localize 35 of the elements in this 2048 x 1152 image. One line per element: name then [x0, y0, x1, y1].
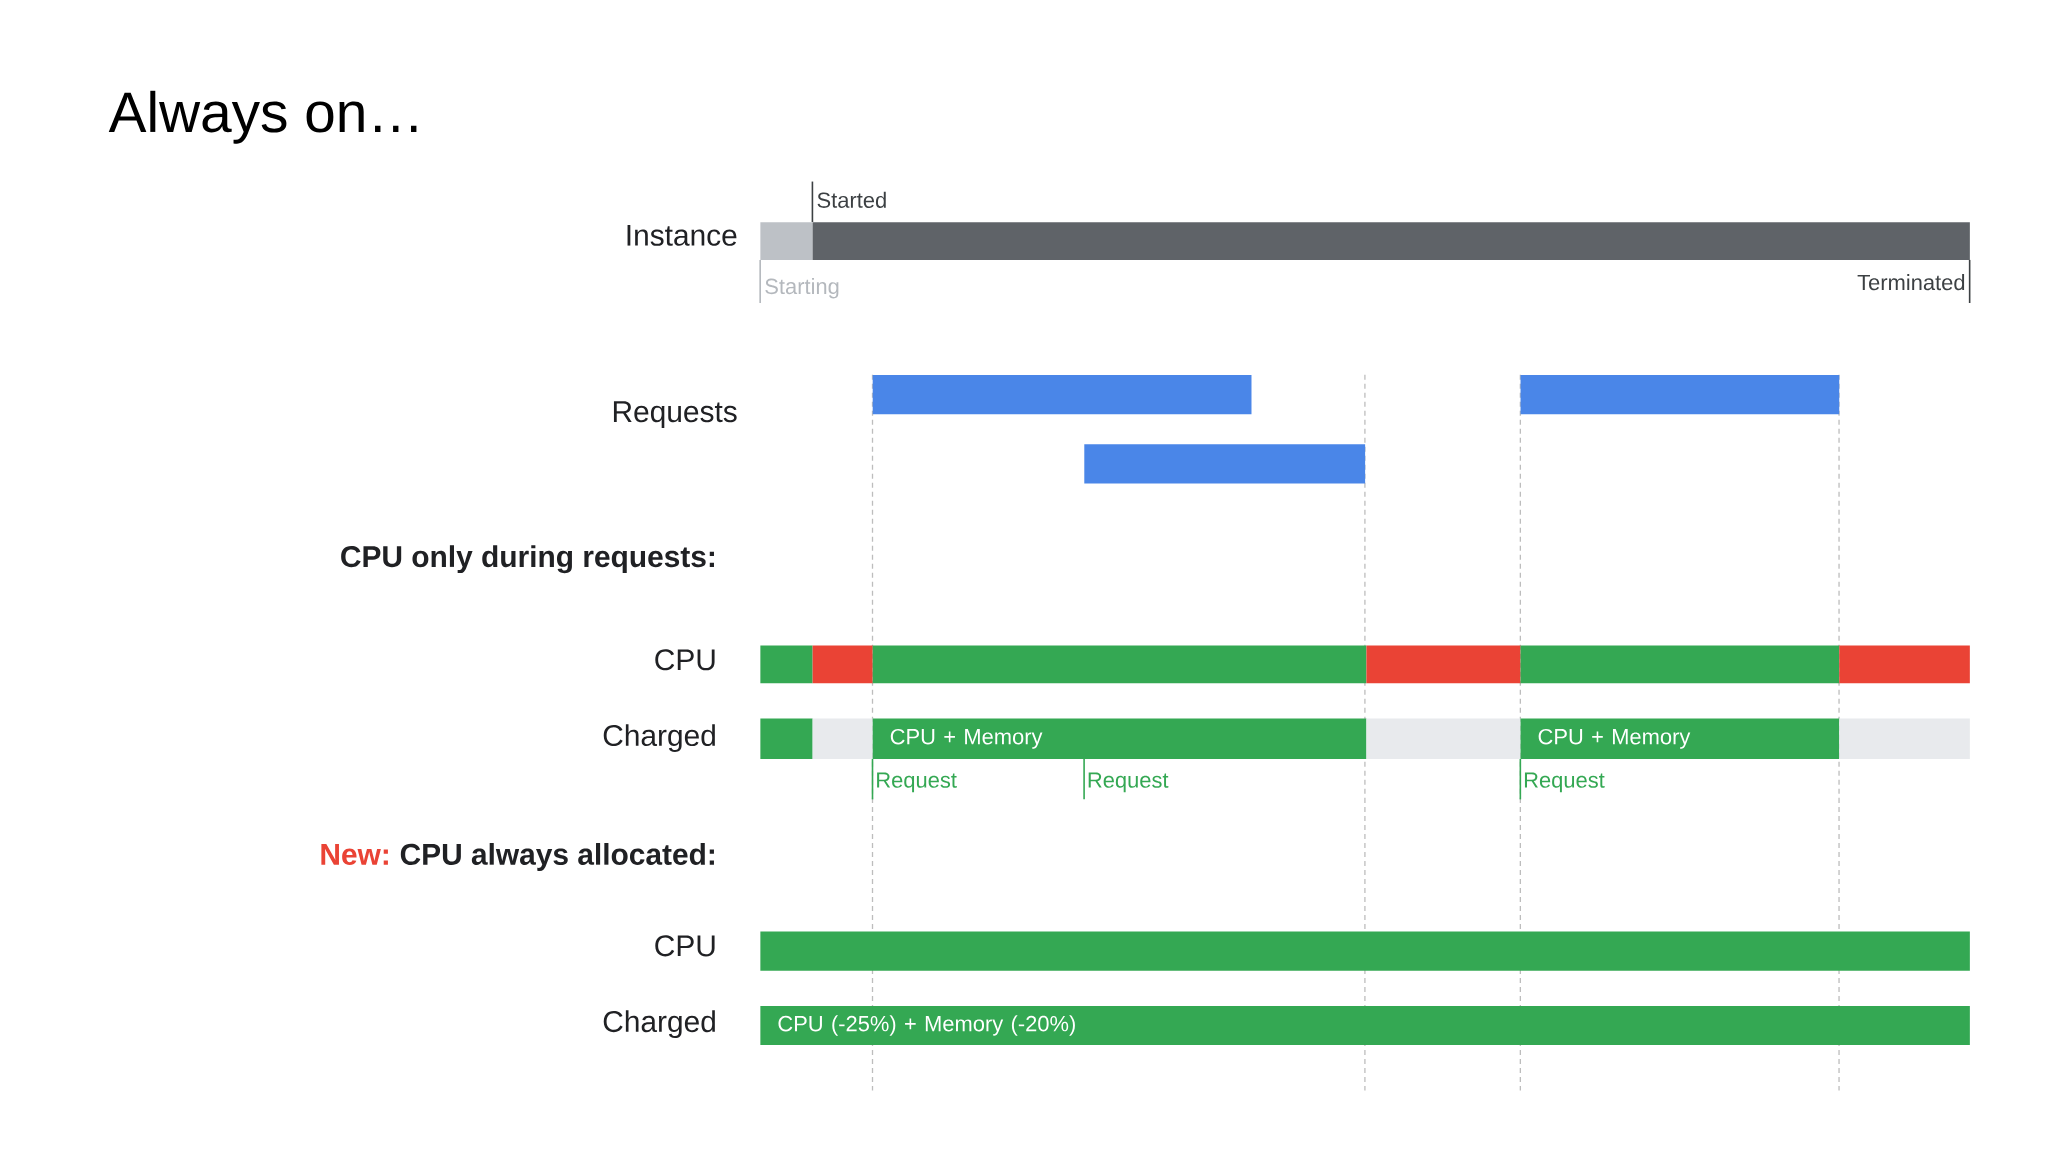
row-label: Charged: [603, 724, 715, 753]
event-label: Request: [877, 772, 957, 793]
row-label: CPU: [655, 935, 715, 957]
event-label: Request: [1088, 772, 1169, 793]
row-label: CPU: [655, 649, 715, 671]
timeline-bar: [812, 645, 873, 684]
timeline-bar: CPU + Memory: [1520, 718, 1840, 760]
row-label: Requests: [613, 401, 737, 429]
timeline-bar: CPU (-25%) + Memory (-20%): [760, 1005, 1970, 1046]
row-label: Instance: [627, 225, 737, 246]
timeline-bar: [1839, 645, 1970, 684]
timeline-bar: [760, 931, 1970, 971]
timeline-bar: [1520, 645, 1840, 684]
timeline-bar: [1366, 718, 1521, 760]
timeline-bar: [1520, 375, 1840, 415]
slide-title: Always on…: [108, 90, 417, 144]
timeline-bar: [1366, 645, 1521, 684]
section-heading: CPU only during requests:: [341, 545, 714, 574]
timeline-bar: [812, 222, 1970, 261]
timeline-bar: [1839, 718, 1970, 760]
timeline-bar: CPU + Memory: [872, 718, 1367, 760]
section-heading: New:: [321, 844, 388, 865]
timeline-bar: [872, 375, 1252, 415]
timeline-bar: [872, 645, 1367, 684]
event-label: Terminated: [1857, 274, 1965, 291]
event-label: Request: [1524, 772, 1605, 793]
timeline-bar: [1084, 444, 1366, 484]
timeline-bar: [760, 718, 813, 760]
event-label: Started: [817, 191, 886, 208]
row-label: Charged: [603, 1010, 715, 1039]
event-label: Starting: [765, 278, 839, 299]
section-heading: CPU always allocated:: [400, 843, 714, 871]
timeline-bar: [760, 222, 813, 261]
timeline-bar: [812, 718, 873, 760]
timeline-bar: [760, 645, 813, 684]
